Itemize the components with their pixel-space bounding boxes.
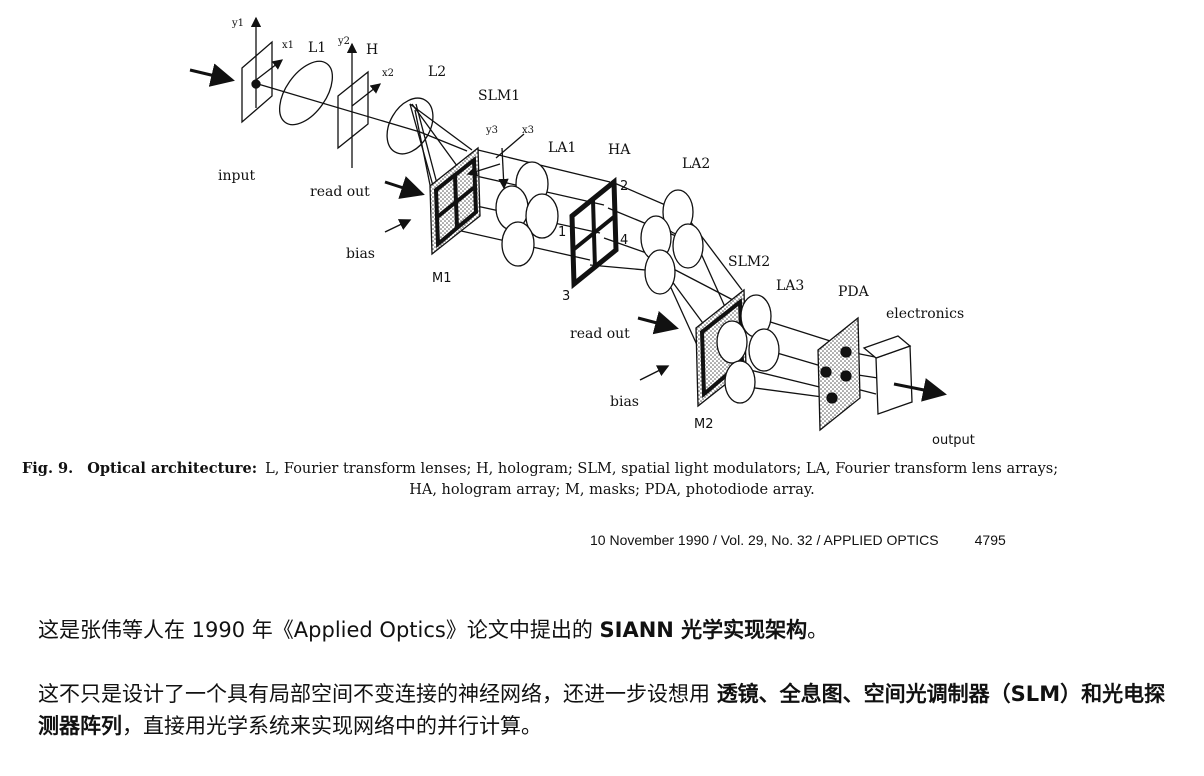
label-4: 4 (620, 233, 628, 248)
input-arrow (189, 63, 235, 87)
paragraph-2-text-c: ，直接用光学系统来实现网络中的并行计算。 (122, 714, 542, 738)
optical-beam-lines (257, 83, 881, 399)
bias-arrow-1 (384, 219, 412, 233)
electronics-box (862, 335, 913, 415)
label-electronics: electronics (886, 306, 964, 322)
label-LA2: LA2 (682, 156, 710, 172)
label-3: 3 (562, 289, 570, 304)
label-output: output (932, 433, 975, 448)
paragraph-1: 这是张伟等人在 1990 年《Applied Optics》论文中提出的 SIA… (38, 614, 1168, 646)
caption-fig-number: Fig. 9. (22, 460, 74, 477)
label-x2: x2 (382, 68, 394, 79)
hologram-array-HA (569, 176, 619, 290)
caption-title: Optical architecture: (87, 460, 258, 477)
paragraph-2-text-a: 这不只是设计了一个具有局部空间不变连接的神经网络，还进一步设想用 (38, 682, 717, 706)
label-L2: L2 (428, 64, 446, 80)
label-M2: M2 (694, 417, 714, 432)
label-read-out-1: read out (310, 184, 370, 200)
label-LA1: LA1 (548, 140, 576, 156)
label-read-out-2: read out (570, 326, 630, 342)
label-L1: L1 (308, 40, 326, 56)
journal-footer: 10 November 1990 / Vol. 29, No. 32 / APP… (590, 532, 1006, 548)
lens-array-LA1 (495, 161, 559, 267)
label-y1: y1 (231, 18, 244, 29)
caption-line-1: L, Fourier transform lenses; H, hologram… (265, 461, 1059, 477)
label-y3: y3 (485, 125, 498, 136)
paragraph-2-bold: 透镜、全息图、空间光调制器（SLM）和光电探测器阵列 (38, 682, 1166, 738)
lens-L2 (386, 97, 434, 155)
label-bias-1: bias (346, 246, 375, 262)
lens-array-LA3 (716, 294, 780, 404)
paragraph-2: 这不只是设计了一个具有局部空间不变连接的神经网络，还进一步设想用 透镜、全息图、… (38, 678, 1168, 742)
figure-caption: Fig. 9. Optical architecture: L, Fourier t… (22, 458, 1162, 501)
page-number: 4795 (974, 532, 1006, 548)
label-2: 2 (620, 179, 628, 194)
label-y2: y2 (337, 36, 350, 47)
slm1-axes (466, 133, 525, 190)
readout-arrow-1 (384, 176, 425, 199)
readout-arrow-2 (637, 311, 679, 335)
label-M1: M1 (432, 271, 452, 286)
paragraph-1-text-c: 。 (807, 618, 829, 642)
label-input: input (218, 168, 255, 184)
lens-array-LA2 (640, 189, 704, 295)
label-bias-2: bias (610, 394, 639, 410)
bias-arrow-2 (639, 365, 670, 381)
label-x1: x1 (282, 40, 294, 51)
journal-info: 10 November 1990 / Vol. 29, No. 32 / APP… (590, 532, 939, 548)
lens-L1 (278, 60, 334, 126)
label-SLM1: SLM1 (478, 88, 520, 104)
label-PDA: PDA (838, 284, 870, 300)
photodiode-array-PDA (817, 316, 861, 432)
optical-architecture-diagram: y1 x1 L1 y2 H x2 L2 SLM1 y3 x3 LA1 HA LA… (189, 16, 975, 448)
label-H: H (366, 42, 378, 58)
label-1: 1 (558, 225, 566, 240)
hologram-plane-H (337, 42, 382, 168)
label-HA: HA (608, 142, 631, 158)
caption-line-2: HA, hologram array; M, masks; PDA, photo… (409, 482, 815, 498)
output-arrow (893, 378, 947, 402)
paragraph-1-text-a: 这是张伟等人在 1990 年《Applied Optics》论文中提出的 (38, 618, 600, 642)
input-plane (241, 16, 284, 124)
label-LA3: LA3 (776, 278, 804, 294)
label-SLM2: SLM2 (728, 254, 770, 270)
paragraph-1-bold: SIANN 光学实现架构 (599, 618, 808, 642)
label-x3: x3 (522, 125, 534, 136)
